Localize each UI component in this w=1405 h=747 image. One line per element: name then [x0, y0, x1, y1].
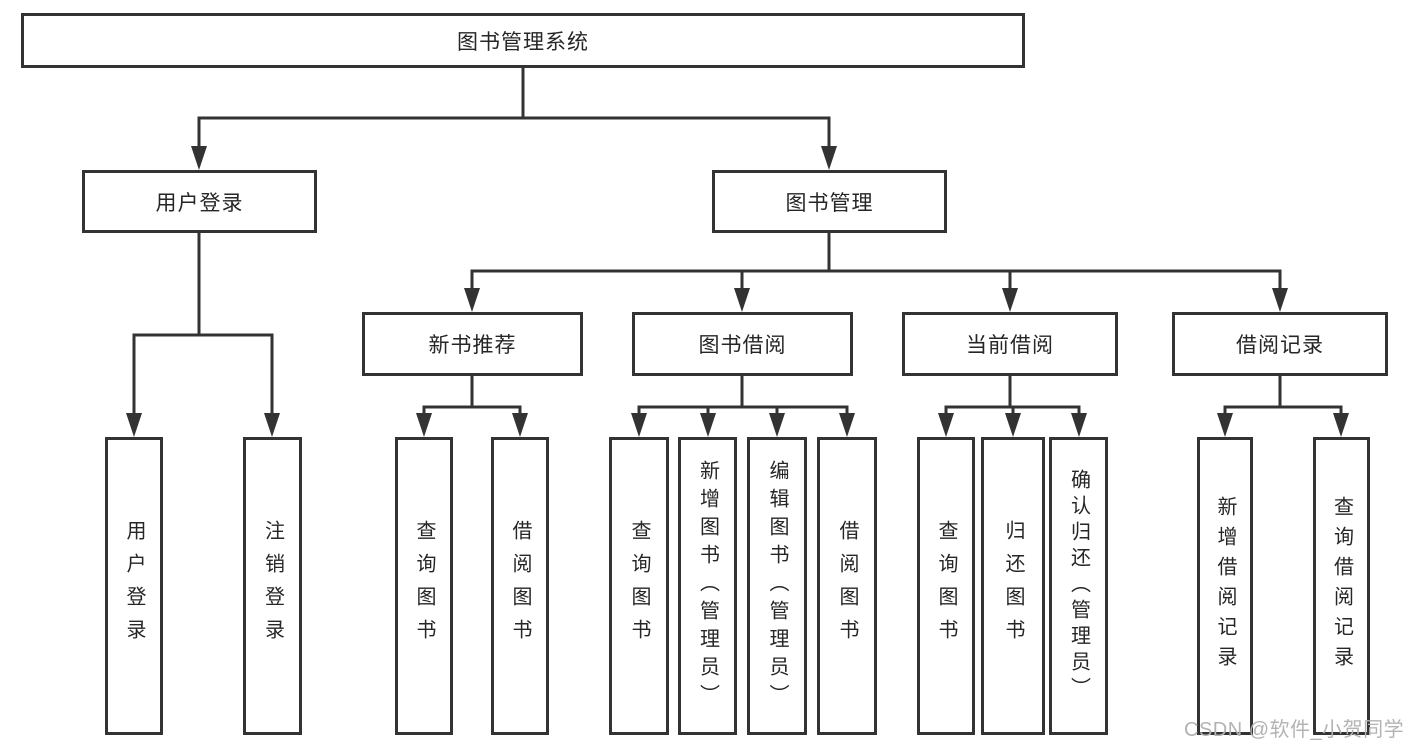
node-user-login: 用户登录	[82, 170, 317, 233]
leaf-user-login: 用户登录	[105, 437, 163, 735]
node-book-management: 图书管理	[712, 170, 947, 233]
leaf-borrow-books-2: 借阅图书	[817, 437, 877, 735]
leaf-query-borrow-record: 查询借阅记录	[1313, 437, 1370, 735]
node-library-management-system: 图书管理系统	[21, 13, 1025, 68]
node-new-book-recommend: 新书推荐	[362, 312, 583, 376]
leaf-return-book: 归还图书	[981, 437, 1045, 735]
leaf-query-books-2: 查询图书	[609, 437, 669, 735]
leaf-logout: 注销登录	[243, 437, 302, 735]
leaf-add-borrow-record: 新增借阅记录	[1197, 437, 1253, 735]
leaf-edit-book-admin: 编辑图书（管理员）	[747, 437, 807, 735]
leaf-add-book-admin: 新增图书（管理员）	[678, 437, 737, 735]
leaf-borrow-books-1: 借阅图书	[491, 437, 549, 735]
node-book-borrowing: 图书借阅	[632, 312, 853, 376]
leaf-query-books-3: 查询图书	[917, 437, 975, 735]
node-borrowing-records: 借阅记录	[1172, 312, 1388, 376]
leaf-query-books-1: 查询图书	[395, 437, 453, 735]
node-current-borrowing: 当前借阅	[902, 312, 1118, 376]
leaf-confirm-return-admin: 确认归还（管理员）	[1049, 437, 1108, 735]
watermark: CSDN @软件_小贺同学	[1184, 719, 1405, 741]
